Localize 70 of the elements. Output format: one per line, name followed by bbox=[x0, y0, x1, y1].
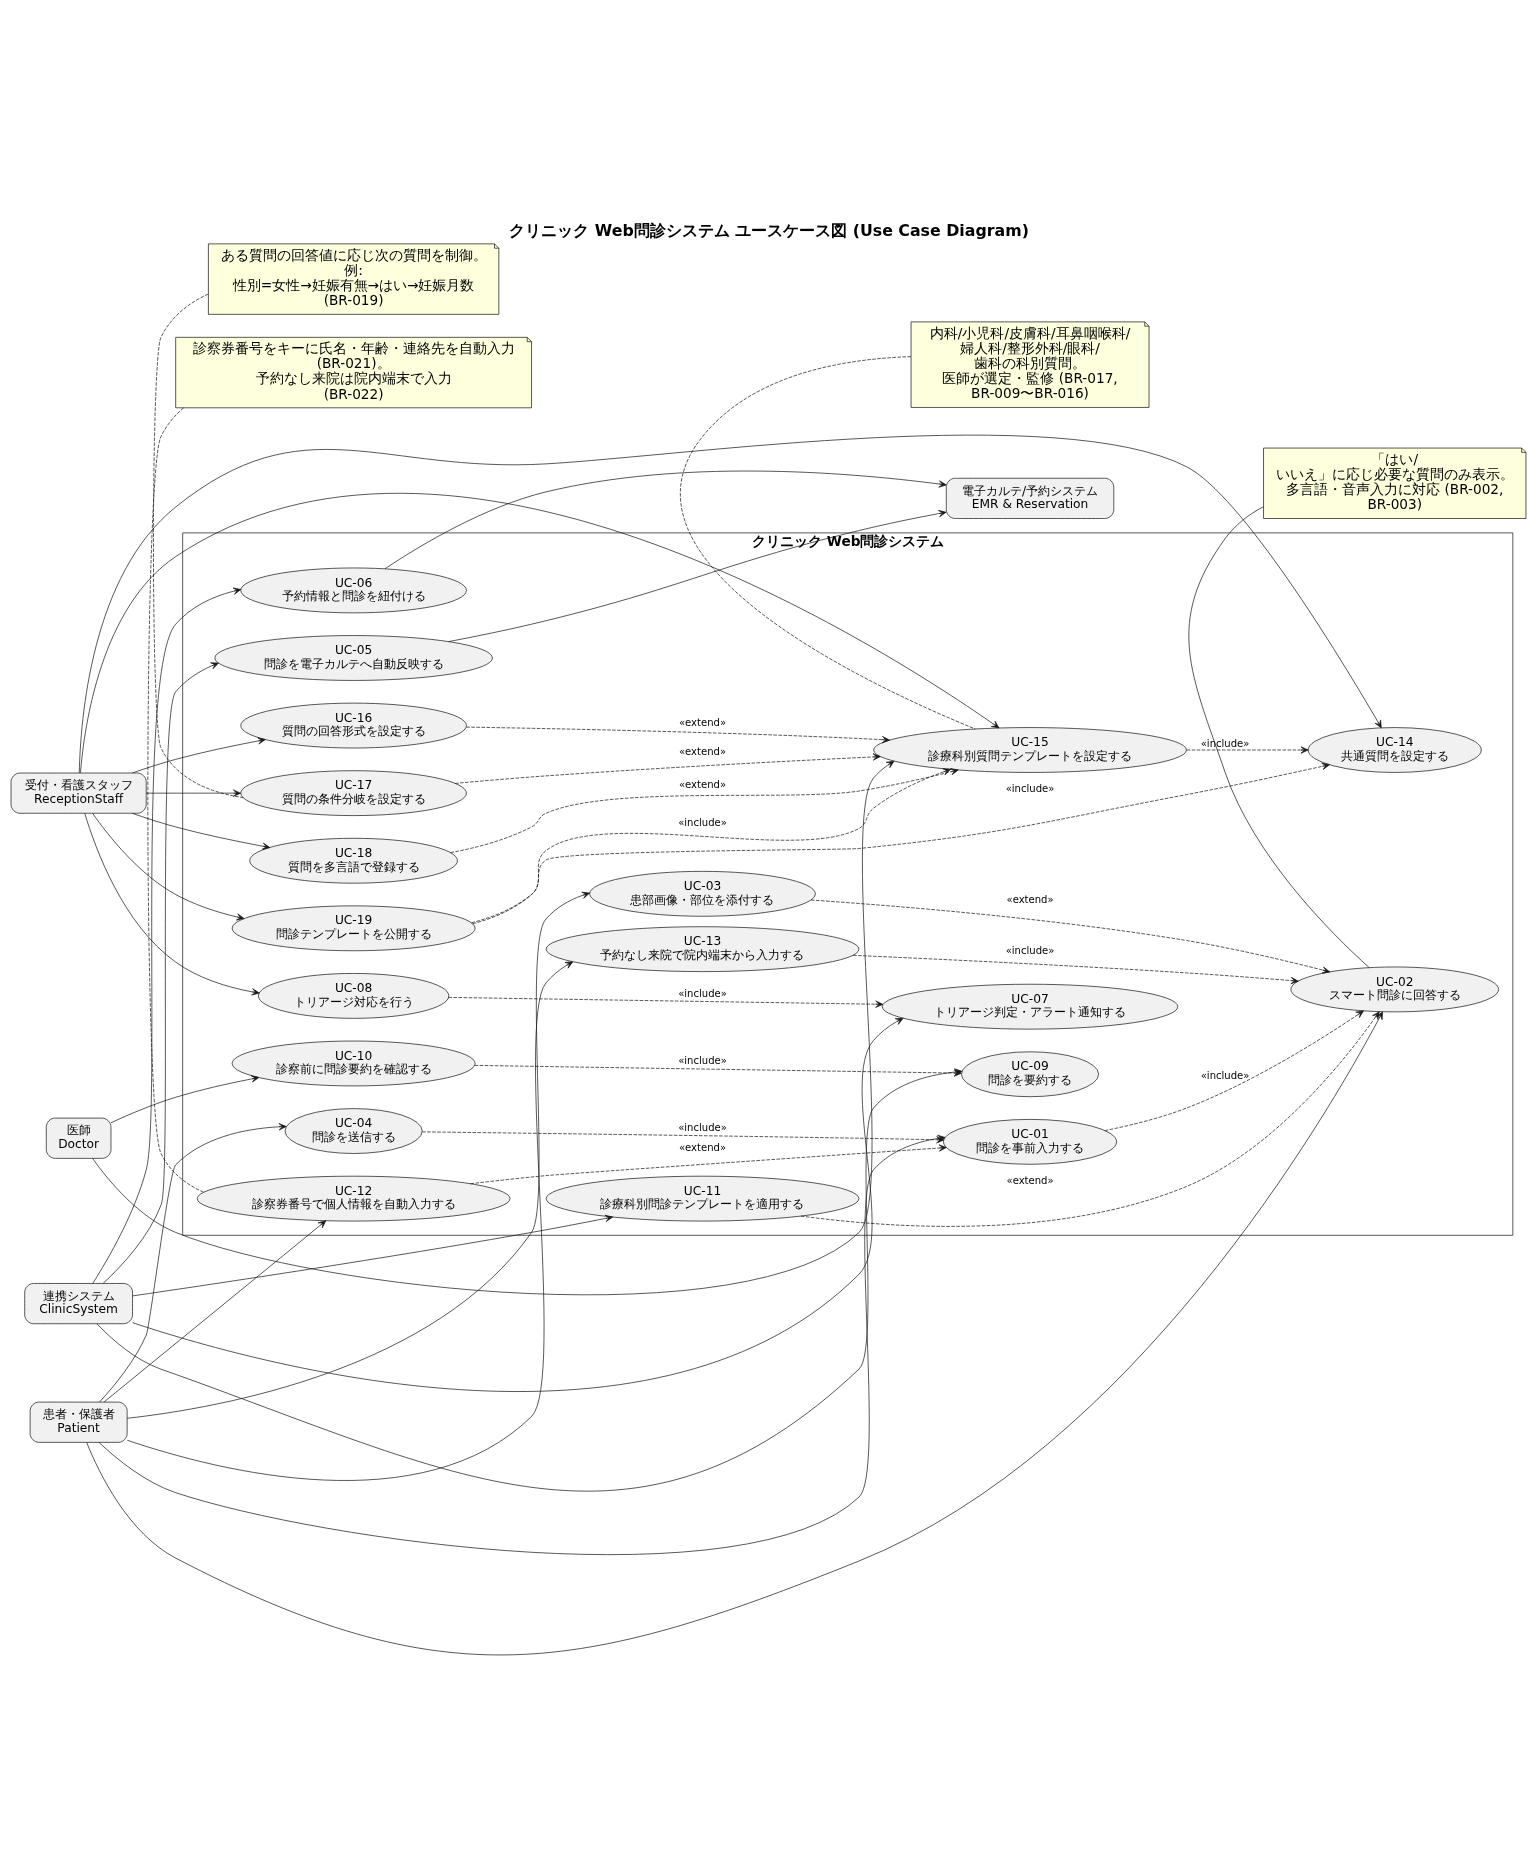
edge-label: «include» bbox=[1005, 782, 1055, 794]
node-ellipse: UC-09 問診を要約する bbox=[961, 1050, 1099, 1097]
arrow bbox=[810, 899, 1331, 974]
node-ellipse: UC-07 トリアージ判定・アラート通知する bbox=[881, 983, 1179, 1029]
node-ellipse: UC-01 問診を事前入力する bbox=[943, 1118, 1117, 1165]
node-ellipse: UC-13 予約なし来院で院内端末から入力する bbox=[545, 925, 860, 972]
node-ellipse: UC-05 問診を電子カルテへ自動反映する bbox=[214, 634, 493, 681]
node-ellipse: UC-10 診察前に問診要約を確認する bbox=[231, 1040, 476, 1086]
arrow bbox=[1186, 745, 1309, 754]
node-box: 連携システム ClinicSystem bbox=[24, 1282, 133, 1324]
edge-label: «include» bbox=[1005, 944, 1055, 956]
arrow bbox=[448, 509, 947, 642]
arrow bbox=[99, 1122, 287, 1402]
arrow bbox=[102, 661, 219, 1284]
edge-label: «include» bbox=[678, 1121, 727, 1133]
edge-label: «extend» bbox=[1006, 1174, 1054, 1186]
node-ellipse: UC-18 質問を多言語で登録する bbox=[249, 837, 458, 884]
connector bbox=[1188, 505, 1370, 968]
edge-label: «include» bbox=[678, 987, 727, 999]
connector bbox=[153, 293, 244, 798]
arrow bbox=[84, 812, 260, 995]
node-ellipse: UC-12 診察券番号で個人情報を自動入力する bbox=[196, 1175, 511, 1221]
arrow bbox=[103, 1219, 327, 1402]
edge-label: «extend» bbox=[678, 778, 727, 790]
node-box: 医師 Doctor bbox=[45, 1117, 112, 1159]
arrow bbox=[132, 812, 271, 850]
arrow bbox=[132, 1017, 904, 1391]
arrow bbox=[448, 996, 884, 1008]
arrow bbox=[80, 492, 1000, 773]
arrow bbox=[92, 587, 242, 1284]
connector bbox=[680, 355, 976, 729]
node-ellipse: UC-17 質問の条件分岐を設定する bbox=[240, 769, 467, 816]
node-ellipse: UC-08 トリアージ対応を行う bbox=[258, 972, 450, 1019]
arrow bbox=[454, 752, 881, 784]
arrow bbox=[472, 767, 951, 924]
node-ellipse: UC-06 予約情報と問診を紐付ける bbox=[240, 567, 467, 613]
edge-label: «extend» bbox=[678, 1141, 727, 1153]
edge-label: «extend» bbox=[678, 745, 727, 757]
edge-label: «include» bbox=[1200, 1069, 1250, 1081]
node-ellipse: UC-19 問診テンプレートを公開する bbox=[231, 905, 476, 951]
arrow bbox=[110, 1074, 260, 1123]
arrow bbox=[384, 470, 947, 569]
node-box: 受付・看護スタッフ ReceptionStaff bbox=[10, 772, 147, 814]
node-ellipse: UC-16 質問の回答形式を設定する bbox=[240, 702, 467, 748]
arrow bbox=[1104, 1010, 1364, 1131]
arrow bbox=[145, 789, 241, 797]
arrow bbox=[92, 812, 245, 920]
arrow bbox=[92, 760, 895, 1295]
arrow bbox=[466, 726, 890, 743]
edge-label: «extend» bbox=[678, 716, 727, 728]
node-ellipse: UC-03 患部画像・部位を添付する bbox=[589, 870, 816, 917]
node-box: 患者・保護者 Patient bbox=[29, 1401, 128, 1443]
arrow bbox=[471, 762, 1330, 923]
edge-label: «include» bbox=[678, 1054, 727, 1066]
diagram-title: クリニック Web問診システム ユースケース図 (Use Case Diagram) bbox=[509, 220, 1029, 240]
connector bbox=[147, 407, 204, 1192]
arrow bbox=[470, 1143, 947, 1184]
node-ellipse: UC-04 問診を送信する bbox=[284, 1107, 423, 1154]
arrow bbox=[852, 954, 1299, 984]
node-box: 電子カルテ/予約システム EMR & Reservation bbox=[945, 477, 1115, 519]
arrow bbox=[126, 960, 574, 1481]
arrow bbox=[126, 891, 590, 1419]
edge-label: «include» bbox=[678, 816, 727, 828]
arrow bbox=[132, 1214, 614, 1296]
edge-label: «extend» bbox=[1006, 893, 1054, 905]
arrow bbox=[86, 1011, 1383, 1655]
arrow bbox=[450, 767, 959, 853]
arrow bbox=[78, 434, 1382, 773]
edge-label: «include» bbox=[1200, 737, 1250, 749]
arrow bbox=[132, 736, 266, 773]
